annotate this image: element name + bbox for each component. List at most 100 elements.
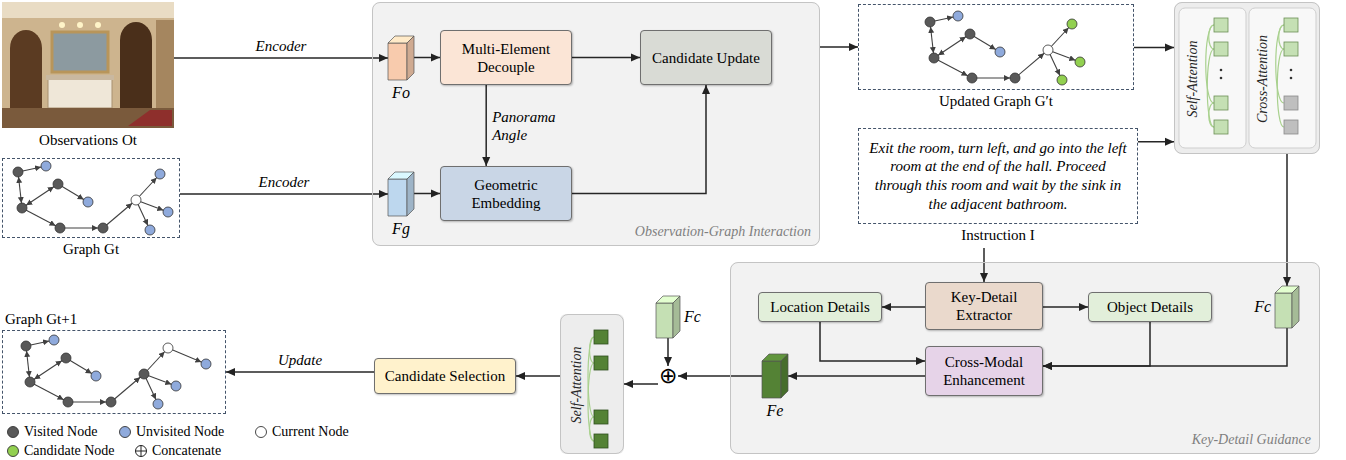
arrow-connector xyxy=(882,306,925,308)
graph-core-use xyxy=(925,11,1080,83)
token-column xyxy=(1214,18,1298,134)
edge-label: Encoder xyxy=(256,37,307,55)
attention-arc xyxy=(1207,49,1214,127)
attention-label: Self-Attention xyxy=(569,347,586,424)
panel-fill xyxy=(560,314,624,454)
process-box: Multi-Element Decouple xyxy=(440,30,572,85)
module-panel: Key-Detail Guidance Key-Detail Extractor L… xyxy=(730,262,1320,454)
cube-face xyxy=(762,361,781,398)
arrow-connector xyxy=(572,85,706,194)
token-tile xyxy=(1284,120,1298,134)
box-label: Object Details xyxy=(1107,298,1193,316)
attention-label: Self-Attention xyxy=(1185,41,1202,118)
token-tile xyxy=(594,356,608,370)
process-box: Key-Detail Extractor xyxy=(925,282,1043,330)
cube-shape xyxy=(656,296,680,338)
cube-shape xyxy=(762,354,788,398)
token-tile xyxy=(594,410,608,424)
legend-sample xyxy=(118,425,132,439)
process-box: Object Details xyxy=(1088,292,1212,322)
legend-item: Unvisited Node xyxy=(118,424,224,440)
concat-glyph: ⊕ xyxy=(659,365,677,387)
module-panel: Observation-Graph InteractionFoFgMulti-E… xyxy=(372,2,820,246)
legend-item: Concatenate xyxy=(134,443,221,459)
dot xyxy=(1220,69,1223,72)
token-tile xyxy=(1214,42,1228,56)
unvisited-node xyxy=(171,381,181,391)
cube-shape xyxy=(388,172,414,216)
current-node xyxy=(163,343,173,353)
graph-box: Updated Graph G′t xyxy=(858,4,1134,90)
token-tile xyxy=(1214,96,1228,110)
attention-arcs xyxy=(1206,25,1284,127)
cube-face xyxy=(673,296,680,338)
legend-item: Candidate Node xyxy=(6,443,115,459)
panel-title: Key-Detail Guidance xyxy=(1192,432,1311,449)
photo-door xyxy=(10,30,42,108)
edge-label: Update xyxy=(278,351,322,369)
attention-arc xyxy=(590,417,595,441)
legend: Visited Node Unvisited Node Current NodeCa… xyxy=(6,424,406,460)
legend-text: Current Node xyxy=(272,424,349,440)
photo-ceiling xyxy=(2,2,174,18)
legend-sample xyxy=(6,444,20,458)
arrow-connector xyxy=(174,57,388,59)
box-label: Candidate Update xyxy=(652,49,760,67)
caption-label: Graph Gt+1 xyxy=(5,310,77,328)
caption-label: Instruction I xyxy=(961,226,1035,244)
legend-item: Current Node xyxy=(254,424,349,440)
legend-sample xyxy=(254,425,268,439)
subpanel xyxy=(1249,8,1316,148)
attention-arc xyxy=(1277,49,1284,127)
token-tile xyxy=(594,434,608,448)
legend-text: Visited Node xyxy=(24,424,97,440)
arrow-connector xyxy=(1043,322,1150,366)
arrow-connector xyxy=(983,248,985,282)
arrow-connector xyxy=(820,322,925,361)
caption-label: Updated Graph G′t xyxy=(939,92,1053,110)
current-node xyxy=(131,195,141,205)
token-tile xyxy=(594,330,608,344)
arrow-connector xyxy=(572,57,640,59)
feature-cube: Fc xyxy=(1275,286,1299,328)
graph-illustration xyxy=(13,161,173,235)
attention-arcs xyxy=(588,337,594,441)
photo-light xyxy=(77,22,83,28)
candidate-node xyxy=(1057,75,1067,85)
cube-face xyxy=(781,354,788,398)
graph-edge xyxy=(168,348,206,364)
photo-mirror xyxy=(52,32,108,72)
process-box: Geometric Embedding xyxy=(440,166,572,221)
legend-text: Candidate Node xyxy=(24,443,115,459)
arrow-connector xyxy=(414,193,440,195)
box-label: Location Details xyxy=(770,298,870,316)
arrow-connector xyxy=(1043,306,1088,308)
panel-title: Observation-Graph Interaction xyxy=(635,224,811,241)
token-tile xyxy=(1214,120,1228,134)
cube-face xyxy=(388,179,407,216)
graph-core-use xyxy=(13,161,168,233)
feature-cube: Fe xyxy=(762,354,788,398)
cube-shape xyxy=(1275,286,1299,328)
edge-label: Panorama Angle xyxy=(492,108,556,144)
arrow-connector xyxy=(667,338,669,366)
unvisited-node xyxy=(163,207,173,217)
photo-light xyxy=(95,22,101,28)
panel-fill xyxy=(730,262,1320,454)
cube-face xyxy=(1275,293,1292,328)
feature-label: Fe xyxy=(767,401,784,420)
box-label: Candidate Selection xyxy=(385,367,505,385)
attention-panel: Self-AttentionCross-Attention xyxy=(1174,2,1320,154)
legend-swatch xyxy=(256,427,267,438)
graph-box: Graph Gt+1 xyxy=(2,330,226,414)
photo-counter xyxy=(46,75,114,80)
token-tile xyxy=(1284,96,1298,110)
arrow-connector xyxy=(1286,154,1288,286)
box-label: Key-Detail Extractor xyxy=(931,288,1037,324)
process-box: Candidate Update xyxy=(640,30,772,85)
arrow-connector xyxy=(1043,328,1287,366)
edge-label: Encoder xyxy=(259,173,310,191)
token-column xyxy=(594,330,608,448)
